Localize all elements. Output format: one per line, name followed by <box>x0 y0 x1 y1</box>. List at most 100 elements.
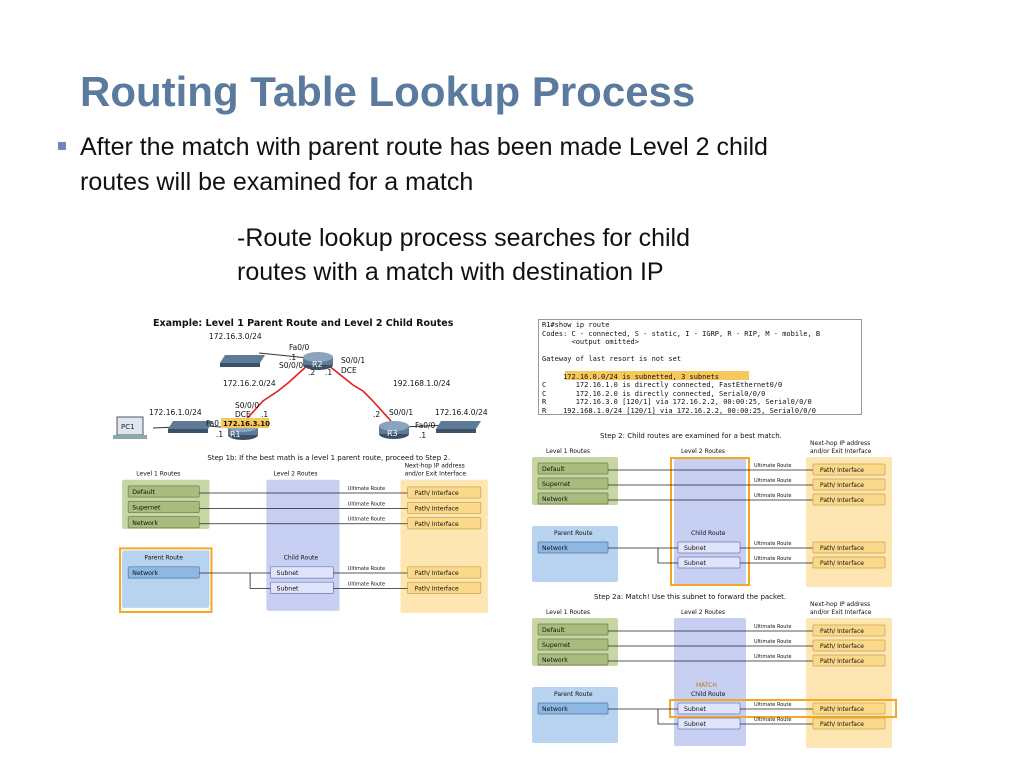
child-route-title: Child Route <box>691 530 726 537</box>
step-caption: Step 2: Child routes are examined for a … <box>600 432 782 440</box>
child-route-item: Subnet <box>684 545 707 552</box>
pc1-label: PC1 <box>121 423 135 431</box>
path-interface-label: Path/ Interface <box>820 497 864 504</box>
level1-item-box <box>537 492 609 505</box>
path-interface-box <box>407 517 482 530</box>
label-r2-fa-ip: .1 <box>289 353 296 362</box>
r2-label: R2 <box>312 360 323 369</box>
parent-route-title: Parent Route <box>554 691 593 698</box>
level1-item-box <box>537 462 609 475</box>
path-interface-box <box>812 478 886 491</box>
path-interface-label: Path/ Interface <box>820 643 864 650</box>
path-interface-box <box>812 717 886 730</box>
terminal-line: Codes: C - connected, S - static, I - IG… <box>542 329 821 338</box>
r1-label: R1 <box>230 430 241 439</box>
sub-text-line2: routes with a match with destination IP <box>237 258 664 286</box>
header-nexthop-line1: Next-hop IP address <box>405 462 465 469</box>
label-r2-dce: DCE <box>341 366 357 375</box>
path-interface-label: Path/ Interface <box>415 521 459 528</box>
match-row-frame <box>669 699 897 718</box>
child-item-box <box>677 541 741 554</box>
child-item-box <box>677 717 741 730</box>
serial-link-r2-r3 <box>327 364 392 422</box>
parent-item-box <box>127 566 200 579</box>
path-interface-box <box>812 624 886 637</box>
ultimate-route-label: Ultimate Route <box>754 478 791 484</box>
label-r3-s001-ip: .2 <box>373 410 380 419</box>
label-r1-fa: Fa0 <box>206 419 219 428</box>
level1-item-box <box>127 516 200 529</box>
serial-link-r1-r2 <box>242 364 309 424</box>
path-interface-label: Path/ Interface <box>820 628 864 635</box>
pc1-icon: PC1 <box>113 416 147 439</box>
slide-title: Routing Table Lookup Process <box>80 68 696 115</box>
terminal-line: R 172.16.3.0 [120/1] via 172.16.2.2, 00:… <box>542 398 812 407</box>
switch-r3-lan-icon <box>436 421 481 433</box>
path-interface-box <box>407 566 482 579</box>
label-net-r3-lan: 172.16.4.0/24 <box>435 408 488 417</box>
match-label: MATCH <box>696 682 717 689</box>
label-r3-fa: Fa0/0 <box>415 421 436 430</box>
ultimate-route-label: Ultimate Route <box>348 581 385 587</box>
header-level2: Level 2 Routes <box>681 448 725 455</box>
child-item-box <box>270 581 334 594</box>
path-interface-label: Path/ Interface <box>820 721 864 728</box>
label-r1-dce: DCE <box>235 410 251 419</box>
bullet-text-line1: After the match with parent route has be… <box>80 133 768 161</box>
child-route-item: Subnet <box>277 585 300 592</box>
r3-label: R3 <box>387 429 398 438</box>
path-interface-label: Path/ Interface <box>415 585 459 592</box>
terminal-line <box>542 347 820 356</box>
level1-item-box <box>127 500 200 513</box>
ultimate-route-label: Ultimate Route <box>348 486 385 492</box>
ultimate-route-label: Ultimate Route <box>754 463 791 469</box>
parent-route-title: Parent Route <box>554 530 593 537</box>
link-r2-lan <box>258 352 309 359</box>
header-level2: Level 2 Routes <box>681 609 725 616</box>
label-r1-s000-ip: .1 <box>261 410 268 419</box>
step-caption: Step 2a: Match! Use this subnet to forwa… <box>594 593 786 601</box>
parent-route-panel <box>532 687 618 743</box>
child-item-box <box>270 566 334 579</box>
ultimate-route-label: Ultimate Route <box>754 541 791 547</box>
parent-to-child-connector <box>608 547 678 564</box>
path-interface-label: Path/ Interface <box>415 570 459 577</box>
label-net-r2-lan: 172.16.3.0/24 <box>209 332 262 341</box>
level1-item: Supernet <box>542 642 571 649</box>
terminal-line: C 172.16.1.0 is directly connected, Fast… <box>542 381 783 390</box>
path-interface-label: Path/ Interface <box>820 545 864 552</box>
label-r3-s001: S0/0/1 <box>389 408 413 417</box>
level1-item-box <box>537 623 609 636</box>
level1-item: Network <box>542 657 568 664</box>
network-topology: Example: Level 1 Parent Route and Level … <box>113 318 488 440</box>
label-r2-s000-ip: .2 <box>308 368 315 377</box>
label-r1-fa-ip: .1 <box>216 430 223 439</box>
parent-route-item: Network <box>542 706 568 713</box>
label-r1-s000: S0/0/0 <box>235 401 259 410</box>
highlight-ip: 172.16.3.10 <box>223 420 270 428</box>
parent-to-child-connector <box>199 572 271 589</box>
router-r2-icon: R2 <box>303 352 333 370</box>
parent-route-panel <box>532 526 618 582</box>
level1-item-box <box>537 477 609 490</box>
path-interface-label: Path/ Interface <box>820 658 864 665</box>
path-interface-label: Path/ Interface <box>820 482 864 489</box>
level1-item: Default <box>132 489 155 496</box>
level1-item-box <box>537 638 609 651</box>
ultimate-route-label: Ultimate Route <box>754 654 791 660</box>
step-caption: Step 1b: If the best math is a level 1 p… <box>207 454 450 462</box>
parent-item-box <box>537 702 609 715</box>
label-r2-s001-ip: .1 <box>325 368 332 377</box>
parent-item-box <box>537 541 609 554</box>
ultimate-route-label: Ultimate Route <box>348 566 385 572</box>
ultimate-route-label: Ultimate Route <box>754 493 791 499</box>
parent-route-item: Network <box>542 545 568 552</box>
terminal-line: 172.16.0.0/24 is subnetted, 3 subnets <box>542 372 720 381</box>
terminal-line: Gateway of last resort is not set <box>542 355 682 364</box>
label-r2-fa: Fa0/0 <box>289 343 310 352</box>
ultimate-route-label: Ultimate Route <box>754 624 791 630</box>
switch-r1-lan-icon <box>168 421 213 433</box>
router-r3-icon: R3 <box>379 421 409 439</box>
bullet-square-icon <box>58 142 66 150</box>
